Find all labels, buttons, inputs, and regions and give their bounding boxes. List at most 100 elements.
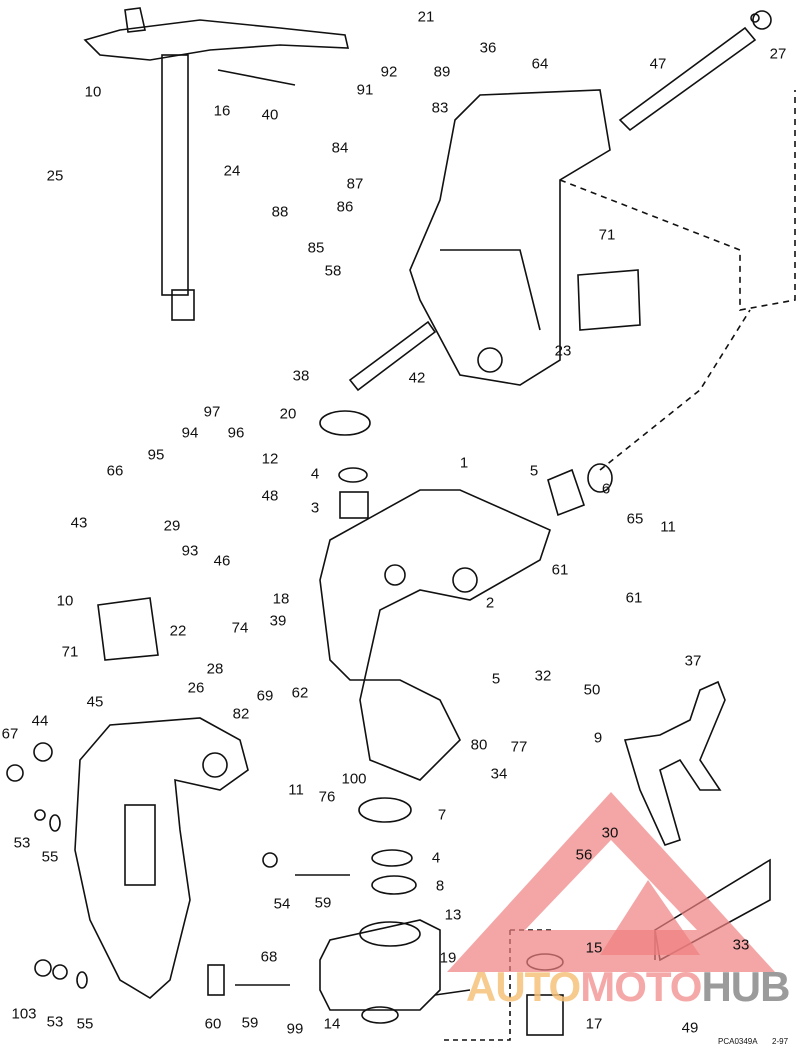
callout-number: 65 <box>626 510 644 528</box>
callout-number: 39 <box>269 612 287 630</box>
callout-number: 29 <box>163 517 181 535</box>
callout-number: 99 <box>286 1020 304 1038</box>
callout-number: 43 <box>70 514 88 532</box>
callout-number: 5 <box>529 462 539 480</box>
callout-number: 8 <box>435 877 445 895</box>
callout-number: 1 <box>459 454 469 472</box>
callout-number: 74 <box>231 619 249 637</box>
callout-number: 82 <box>232 705 250 723</box>
callout-number: 24 <box>223 162 241 180</box>
callout-number: 30 <box>601 824 619 842</box>
callout-number: 38 <box>292 367 310 385</box>
callout-number: 20 <box>279 405 297 423</box>
callout-number: 67 <box>1 725 19 743</box>
callout-number: 62 <box>291 684 309 702</box>
callout-number: 64 <box>531 55 549 73</box>
callout-number: 53 <box>13 834 31 852</box>
callout-number: 9 <box>593 729 603 747</box>
mount-bracket <box>319 489 551 781</box>
callout-number: 36 <box>479 39 497 57</box>
callout-number: 18 <box>272 590 290 608</box>
callout-number: 40 <box>261 106 279 124</box>
callout-number: 15 <box>585 939 603 957</box>
lower-block <box>319 919 441 1011</box>
callout-number: 60 <box>204 1015 222 1033</box>
callout-number: 5 <box>491 670 501 688</box>
callout-number: 96 <box>227 424 245 442</box>
holder <box>577 269 641 331</box>
callout-number: 28 <box>206 660 224 678</box>
callout-number: 93 <box>181 542 199 560</box>
callout-number: 14 <box>323 1015 341 1033</box>
callout-number: 21 <box>417 8 435 26</box>
footer-code: PCA0349A <box>718 1037 758 1046</box>
callout-number: 69 <box>256 687 274 705</box>
tube <box>618 10 772 132</box>
callout-number: 94 <box>181 424 199 442</box>
callout-number: 10 <box>56 592 74 610</box>
callout-number: 68 <box>260 948 278 966</box>
callout-number: 50 <box>583 681 601 699</box>
callout-number: 11 <box>288 781 304 799</box>
callout-number: 66 <box>106 462 124 480</box>
callout-number: 47 <box>649 55 667 73</box>
callout-number: 25 <box>46 167 64 185</box>
callout-number: 86 <box>336 198 354 216</box>
callout-number: 103 <box>11 1005 37 1023</box>
callout-number: 19 <box>439 949 457 967</box>
callout-number: 26 <box>187 679 205 697</box>
callout-number: 46 <box>213 552 231 570</box>
callout-number: 92 <box>380 63 398 81</box>
callout-number: 2 <box>485 594 495 612</box>
callout-number: 11 <box>660 518 676 536</box>
callout-number: 87 <box>346 175 364 193</box>
callout-number: 53 <box>46 1013 64 1031</box>
callout-number: 4 <box>431 849 441 867</box>
tilt-lever <box>623 680 726 846</box>
stern-bracket <box>74 717 249 999</box>
callout-number: 58 <box>324 262 342 280</box>
callout-number: 77 <box>510 738 528 756</box>
callout-number: 83 <box>431 99 449 117</box>
callout-number: 27 <box>769 45 787 63</box>
callout-number: 48 <box>261 487 279 505</box>
callout-number: 56 <box>575 846 593 864</box>
watermark-hub: HUB <box>701 963 790 1010</box>
callout-number: 85 <box>307 239 325 257</box>
callout-number: 54 <box>273 895 291 913</box>
callout-number: 55 <box>76 1015 94 1033</box>
callout-number: 88 <box>271 203 289 221</box>
callout-number: 3 <box>310 499 320 517</box>
callout-number: 71 <box>61 643 79 661</box>
callout-number: 49 <box>681 1019 699 1037</box>
callout-number: 12 <box>261 450 279 468</box>
callout-number: 10 <box>84 83 102 101</box>
swivel-bracket <box>409 89 611 386</box>
callout-number: 89 <box>433 63 451 81</box>
callout-number: 59 <box>314 894 332 912</box>
callout-number: 59 <box>241 1014 259 1032</box>
steering-arm-shaft <box>83 7 350 321</box>
callout-number: 45 <box>86 693 104 711</box>
callout-number: 17 <box>585 1015 603 1033</box>
callout-number: 32 <box>534 667 552 685</box>
callout-number: 80 <box>470 736 488 754</box>
footer-date: 2-97 <box>772 1037 789 1046</box>
callout-number: 42 <box>408 369 426 387</box>
callout-number: 95 <box>147 446 165 464</box>
callout-number: 84 <box>331 139 349 157</box>
callout-number: 100 <box>341 770 367 788</box>
callout-number: 76 <box>318 788 336 806</box>
watermark-text: AUTO MOTO HUB <box>466 963 790 1010</box>
callout-number: 7 <box>437 806 447 824</box>
callout-number: 61 <box>625 589 643 607</box>
callout-number: 44 <box>31 712 49 730</box>
small-hardware <box>6 13 760 1024</box>
callout-number: 55 <box>41 848 59 866</box>
callout-number: 22 <box>169 622 187 640</box>
callout-number: 91 <box>356 81 374 99</box>
watermark-auto: AUTO <box>466 963 581 1010</box>
callout-number: 16 <box>213 102 231 120</box>
